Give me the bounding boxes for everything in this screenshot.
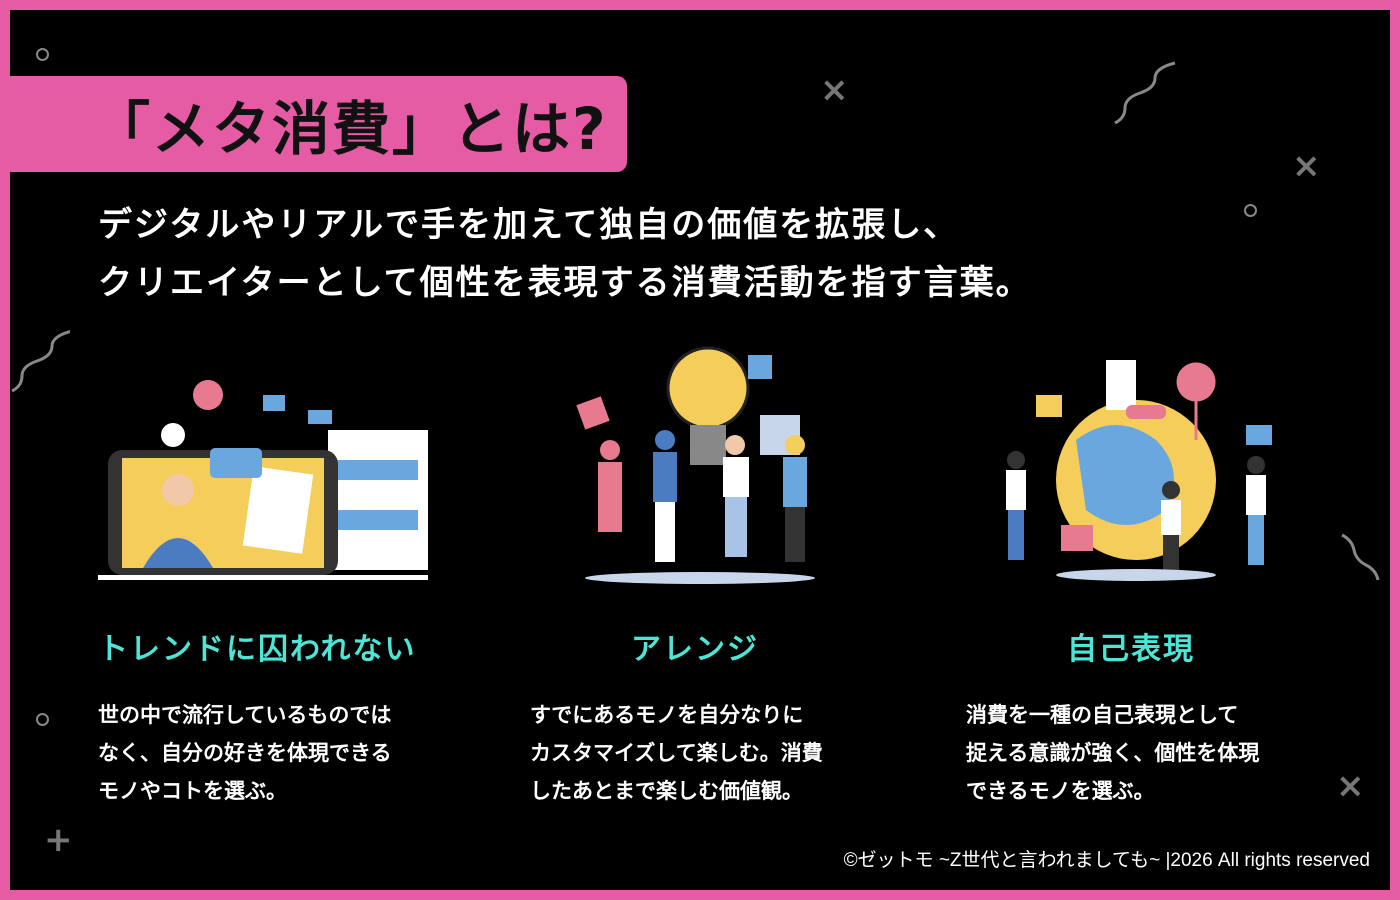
- column-arrange: アレンジ すでにあるモノを自分なりにカスタマイズして楽しむ。消費したあとまで楽し…: [530, 340, 910, 810]
- squiggle-decoration: [1341, 533, 1380, 581]
- plus-decoration: +: [44, 820, 73, 860]
- title-banner: 「メタ消費」とは?: [10, 76, 627, 172]
- circle-decoration: [36, 48, 49, 61]
- column-heading: アレンジ: [631, 632, 759, 667]
- column-description: 消費を一種の自己表現として捉える意識が強く、個性を体現できるモノを選ぶ。: [966, 703, 1260, 803]
- column-description: すでにあるモノを自分なりにカスタマイズして楽しむ。消費したあとまで楽しむ価値観。: [530, 703, 823, 803]
- circle-decoration: [1244, 204, 1257, 217]
- column-trend: トレンドに囚われない 世の中で流行しているものではなく、自分の好きを体現できるモ…: [98, 340, 478, 810]
- cross-decoration: ×: [1336, 766, 1365, 806]
- copyright-footer: ©ゼットモ ~Z世代と言われましても~ |2026 All rights res…: [843, 850, 1370, 871]
- squiggle-decoration: [11, 330, 70, 393]
- column-self-expression: 自己表現 消費を一種の自己表現として捉える意識が強く、個性を体現できるモノを選ぶ…: [966, 340, 1346, 810]
- page-title: 「メタ消費」とは?: [92, 95, 608, 163]
- tablet-books-illustration: [98, 380, 428, 580]
- cross-decoration: ×: [820, 70, 849, 110]
- squiggle-decoration: [1114, 61, 1176, 125]
- column-description: 世の中で流行しているものではなく、自分の好きを体現できるモノやコトを選ぶ。: [98, 703, 392, 803]
- infographic: × × × + 「メタ消費」とは? デジタルやリアルで手を加えて独自の価値を拡張…: [10, 10, 1390, 890]
- lightbulb-team-illustration: [576, 346, 815, 584]
- intro-text: デジタルやリアルで手を加えて独自の価値を拡張し、 クリエイターとして個性を表現す…: [98, 196, 1032, 312]
- cross-decoration: ×: [1292, 146, 1321, 186]
- column-heading: トレンドに囚われない: [98, 632, 417, 667]
- globe-people-illustration: [1006, 360, 1272, 581]
- column-heading: 自己表現: [1067, 632, 1195, 667]
- circle-decoration: [36, 713, 49, 726]
- intro-line: デジタルやリアルで手を加えて独自の価値を拡張し、: [98, 205, 960, 245]
- intro-line: クリエイターとして個性を表現する消費活動を指す言葉。: [98, 263, 1032, 303]
